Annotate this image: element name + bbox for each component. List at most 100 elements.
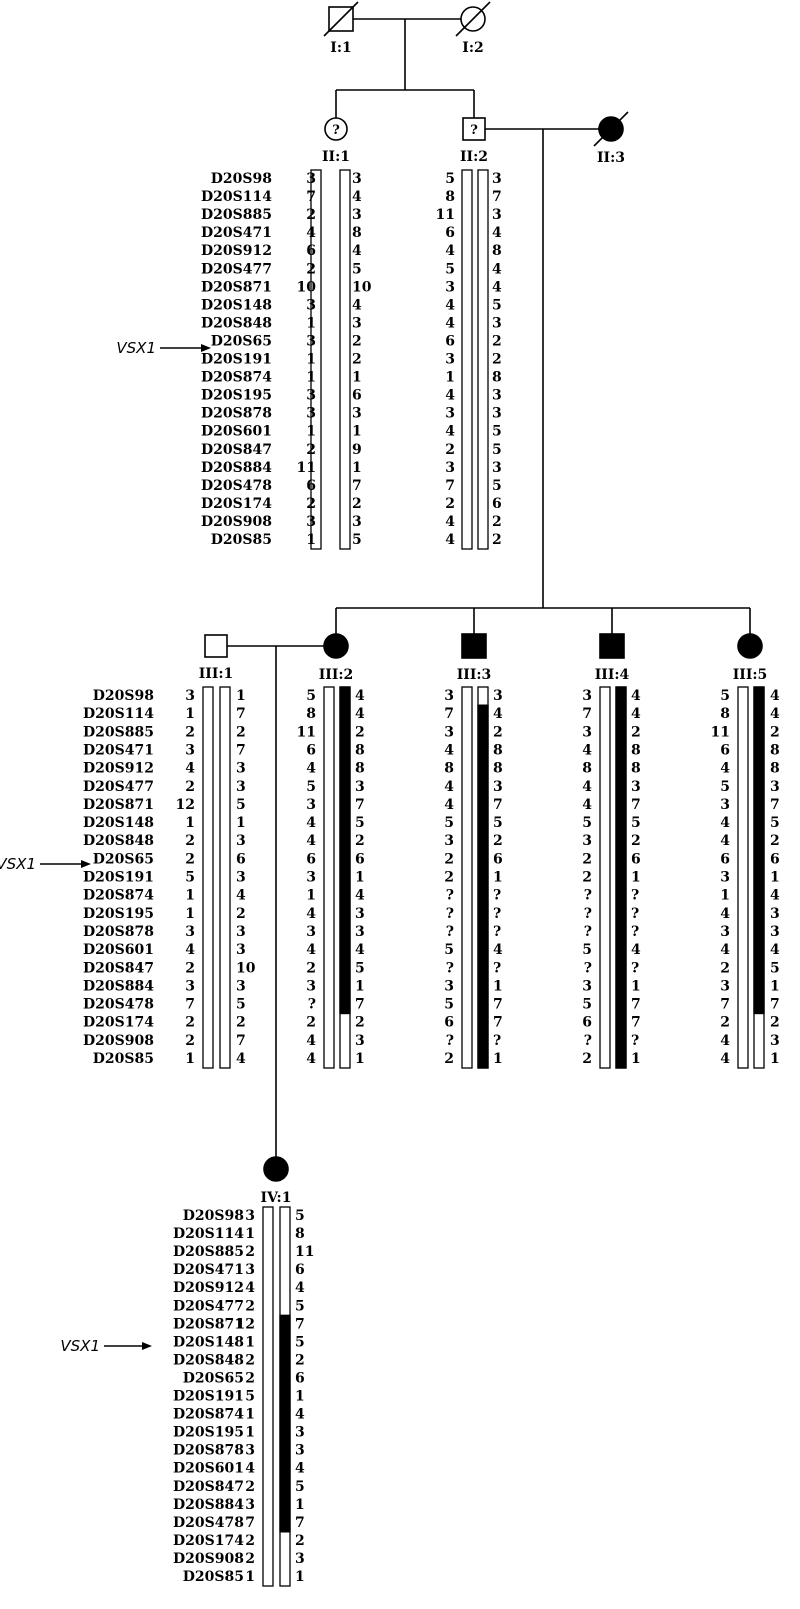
allele-left: 2: [185, 1015, 195, 1031]
allele-left: 5: [445, 171, 455, 187]
marker-label: D20S478: [83, 997, 154, 1013]
allele-left: 4: [306, 815, 316, 831]
allele-right: 3: [236, 870, 246, 886]
marker-label: D20S912: [173, 1280, 244, 1296]
allele-right: 5: [295, 1208, 305, 1224]
marker-label: D20S847: [201, 442, 272, 458]
haplotype-bar-left-III-4: [599, 686, 611, 1069]
allele-right: 7: [236, 1033, 246, 1049]
label-III-4: III:4: [595, 667, 630, 683]
allele-left: 1: [306, 352, 316, 368]
allele-right: 4: [236, 1051, 246, 1067]
allele-left: 7: [306, 189, 316, 205]
allele-right: 1: [493, 1051, 503, 1067]
allele-left: 4: [306, 906, 316, 922]
allele-right: 4: [355, 942, 365, 958]
marker-label: D20S912: [83, 761, 154, 777]
haplotype-bar-right-III-1: [219, 686, 231, 1069]
marker-label: D20S601: [173, 1461, 244, 1477]
allele-left: 2: [185, 833, 195, 849]
allele-left: 5: [306, 779, 316, 795]
allele-right: 5: [352, 261, 362, 277]
marker-label: D20S847: [173, 1479, 244, 1495]
allele-right: 2: [770, 1015, 780, 1031]
allele-right: 1: [631, 978, 641, 994]
allele-left: 3: [245, 1497, 255, 1513]
haplotype-bar-left-II-2: [461, 169, 473, 550]
allele-right: 7: [493, 1015, 503, 1031]
allele-right: 7: [770, 997, 780, 1013]
allele-left: 3: [582, 688, 592, 704]
allele-right: 3: [352, 207, 362, 223]
allele-left: 4: [185, 761, 195, 777]
allele-left: 3: [185, 924, 195, 940]
marker-label: D20S848: [83, 833, 154, 849]
allele-left: 5: [582, 942, 592, 958]
allele-left: 3: [245, 1208, 255, 1224]
allele-left: 4: [582, 742, 592, 758]
haplotype-bar-left-III-5: [737, 686, 749, 1069]
marker-label: D20S195: [173, 1425, 244, 1441]
allele-right: 3: [352, 315, 362, 331]
allele-right: ?: [631, 1033, 639, 1049]
marker-label: D20S871: [83, 797, 154, 813]
allele-right: 5: [492, 424, 502, 440]
allele-left: 4: [720, 815, 730, 831]
marker-label: D20S98: [211, 171, 272, 187]
allele-left: 6: [306, 851, 316, 867]
allele-left: 3: [245, 1262, 255, 1278]
allele-right: 8: [770, 742, 780, 758]
allele-right: 6: [295, 1262, 305, 1278]
marker-label: D20S477: [83, 779, 154, 795]
allele-left: 3: [720, 870, 730, 886]
symbol-II-2-unknown-mark: ?: [470, 123, 478, 138]
marker-label: D20S191: [173, 1389, 244, 1405]
allele-right: ?: [631, 888, 639, 904]
allele-right: 3: [355, 779, 365, 795]
allele-left: 2: [306, 442, 316, 458]
allele-right: 7: [236, 706, 246, 722]
allele-left: 4: [306, 1051, 316, 1067]
allele-left: 5: [306, 688, 316, 704]
allele-right: 5: [295, 1479, 305, 1495]
disease-haplotype-segment-III-5: [753, 686, 765, 1015]
allele-left: 3: [720, 797, 730, 813]
allele-left: 3: [582, 833, 592, 849]
marker-label: D20S601: [83, 942, 154, 958]
marker-label: D20S477: [201, 261, 272, 277]
allele-right: 4: [352, 243, 362, 259]
allele-right: 3: [492, 388, 502, 404]
allele-right: 2: [492, 333, 502, 349]
allele-left: 2: [582, 851, 592, 867]
allele-right: 7: [631, 997, 641, 1013]
allele-left: 1: [245, 1334, 255, 1350]
symbol-III-5-circle: [737, 633, 763, 659]
disease-haplotype-segment-III-4: [615, 686, 627, 1069]
allele-left: 4: [720, 833, 730, 849]
allele-left: 2: [245, 1479, 255, 1495]
marker-label: D20S85: [211, 532, 272, 548]
allele-left: 6: [720, 851, 730, 867]
allele-right: 3: [492, 460, 502, 476]
allele-left: 4: [444, 742, 454, 758]
allele-right: 4: [631, 706, 641, 722]
allele-right: 4: [236, 888, 246, 904]
allele-left: 1: [185, 888, 195, 904]
allele-left: 2: [444, 870, 454, 886]
allele-right: 2: [236, 1015, 246, 1031]
allele-left: 4: [445, 424, 455, 440]
allele-left: 1: [306, 532, 316, 548]
allele-left: 2: [306, 960, 316, 976]
allele-right: 5: [236, 797, 246, 813]
vsx1-arrow-gen4-label: VSX1: [60, 1337, 100, 1355]
marker-label: D20S195: [201, 388, 272, 404]
allele-left: 2: [245, 1551, 255, 1567]
allele-right: 2: [355, 833, 365, 849]
allele-left: 6: [306, 742, 316, 758]
haplotype-bar-left-II-1: [310, 169, 322, 550]
allele-left: ?: [584, 924, 592, 940]
allele-right: 2: [631, 724, 641, 740]
allele-right: 7: [295, 1316, 305, 1332]
vsx1-arrow-gen4-head: [142, 1342, 152, 1350]
allele-left: 1: [306, 370, 316, 386]
